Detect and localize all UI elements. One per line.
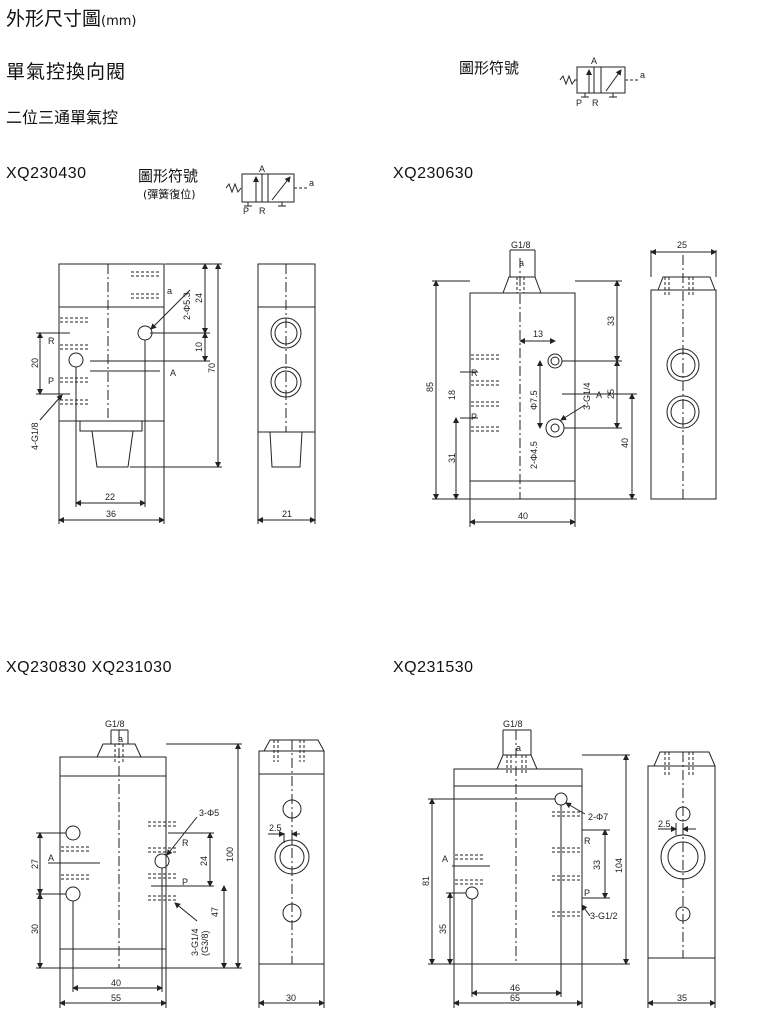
d3-27: 27	[30, 859, 40, 869]
d2-g: G1/8	[511, 240, 531, 250]
sym-port-A: A	[591, 56, 597, 66]
d1-P: P	[48, 376, 54, 386]
drawing-xq230830	[36, 729, 325, 1008]
d2-ports: 3-G1/4	[582, 382, 592, 410]
d1-22: 22	[105, 492, 115, 502]
drawing-xq230630	[432, 249, 717, 527]
symbol-label-2: 圖形符號	[138, 167, 199, 185]
d4-65: 65	[510, 993, 520, 1003]
d2-18: 18	[447, 390, 457, 400]
d4-g: G1/8	[503, 719, 523, 729]
d4-33: 33	[592, 860, 602, 870]
d2-phi75: Φ7.5	[529, 390, 539, 410]
d3-30: 30	[30, 924, 40, 934]
symbol-label: 圖形符號	[459, 59, 520, 77]
model-xq230830-xq231030: XQ230830 XQ231030	[6, 659, 172, 676]
d4-holes: 2-Φ7	[588, 812, 608, 822]
d4-35: 35	[438, 924, 448, 934]
valve-subtype-heading: 二位三通單氣控	[6, 108, 119, 127]
d1-ports: 4-G1/8	[30, 422, 40, 450]
sym-port-a: a	[640, 70, 645, 80]
d2-25: 25	[606, 389, 616, 399]
valve-symbol-spring	[225, 173, 307, 207]
d2-a: a	[519, 258, 524, 268]
d3-g: G1/8	[105, 719, 125, 729]
d2-P: P	[471, 412, 477, 422]
model-xq230430: XQ230430	[6, 165, 87, 182]
d2-A: A	[596, 390, 602, 400]
d3-P: P	[182, 877, 188, 887]
d3-ports2: (G3/8)	[200, 930, 210, 956]
d1-a: a	[167, 286, 172, 296]
d3-holes: 3-Φ5	[199, 808, 219, 818]
d2-33: 33	[606, 316, 616, 326]
sym2-port-A: A	[259, 164, 265, 174]
d3-R: R	[182, 838, 189, 848]
model-xq231530: XQ231530	[393, 659, 474, 676]
d1-R: R	[48, 336, 55, 346]
d4-R: R	[584, 836, 591, 846]
d1-10: 10	[194, 342, 204, 352]
d4-35b: 35	[677, 993, 687, 1003]
d3-ports: 3-G1/4	[190, 928, 200, 956]
d1-70: 70	[207, 363, 217, 373]
page-title: 外形尺寸圖(mm)	[6, 8, 137, 30]
d2-40b: 40	[518, 511, 528, 521]
drawing-xq231530	[428, 729, 716, 1008]
d3-40: 40	[111, 978, 121, 988]
d2-40: 40	[620, 438, 630, 448]
d4-2-5: 2.5	[658, 819, 671, 829]
d4-ports: 3-G1/2	[590, 911, 618, 921]
d4-P: P	[584, 888, 590, 898]
d1-36: 36	[106, 509, 116, 519]
drawing-xq230430	[36, 263, 316, 524]
d1-holes: 2-Φ5.3	[182, 292, 192, 320]
sym-port-P: P	[576, 98, 582, 108]
d1-21: 21	[282, 509, 292, 519]
valve-type-heading: 單氣控換向閥	[6, 61, 127, 83]
d1-24: 24	[194, 293, 204, 303]
d4-81: 81	[421, 876, 431, 886]
d3-47: 47	[210, 907, 220, 917]
d3-30b: 30	[286, 993, 296, 1003]
valve-symbol-top	[559, 66, 638, 98]
d3-A: A	[48, 853, 54, 863]
sym2-port-P: P	[243, 206, 249, 216]
d2-holes: 2-Φ4.5	[529, 441, 539, 469]
d4-a: a	[516, 743, 521, 753]
d1-A: A	[170, 368, 176, 378]
d2-R: R	[471, 368, 478, 378]
d1-20: 20	[30, 358, 40, 368]
d3-100: 100	[225, 847, 235, 862]
d3-2-5: 2.5	[269, 823, 282, 833]
d3-55: 55	[111, 993, 121, 1003]
d4-A: A	[442, 854, 448, 864]
d2-13: 13	[533, 329, 543, 339]
d2-85: 85	[425, 382, 435, 392]
d2-31: 31	[447, 453, 457, 463]
d4-46: 46	[510, 983, 520, 993]
sym2-port-a: a	[309, 178, 314, 188]
d3-a: a	[118, 734, 123, 744]
d3-24: 24	[199, 856, 209, 866]
d2-25top: 25	[677, 240, 687, 250]
spring-return-label: (彈簧復位)	[143, 188, 196, 201]
sym2-port-R: R	[259, 206, 266, 216]
model-xq230630: XQ230630	[393, 165, 474, 182]
d4-104: 104	[614, 858, 624, 873]
sym-port-R: R	[592, 98, 599, 108]
